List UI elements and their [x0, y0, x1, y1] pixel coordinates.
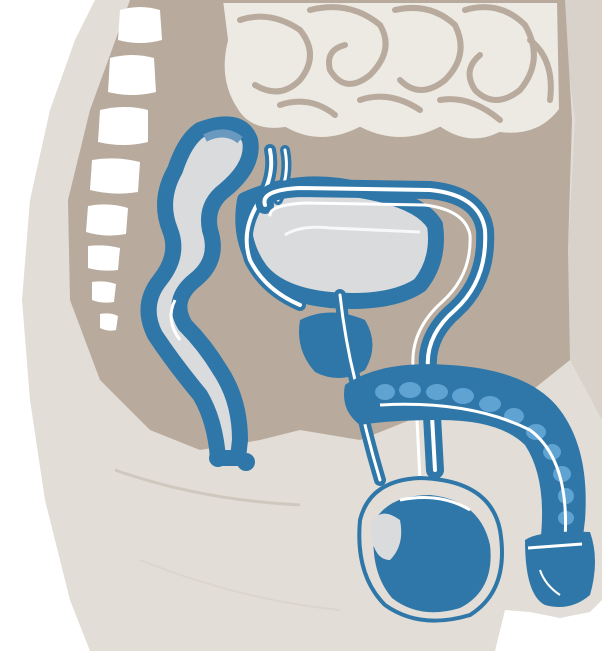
small-intestine: [220, 0, 562, 141]
